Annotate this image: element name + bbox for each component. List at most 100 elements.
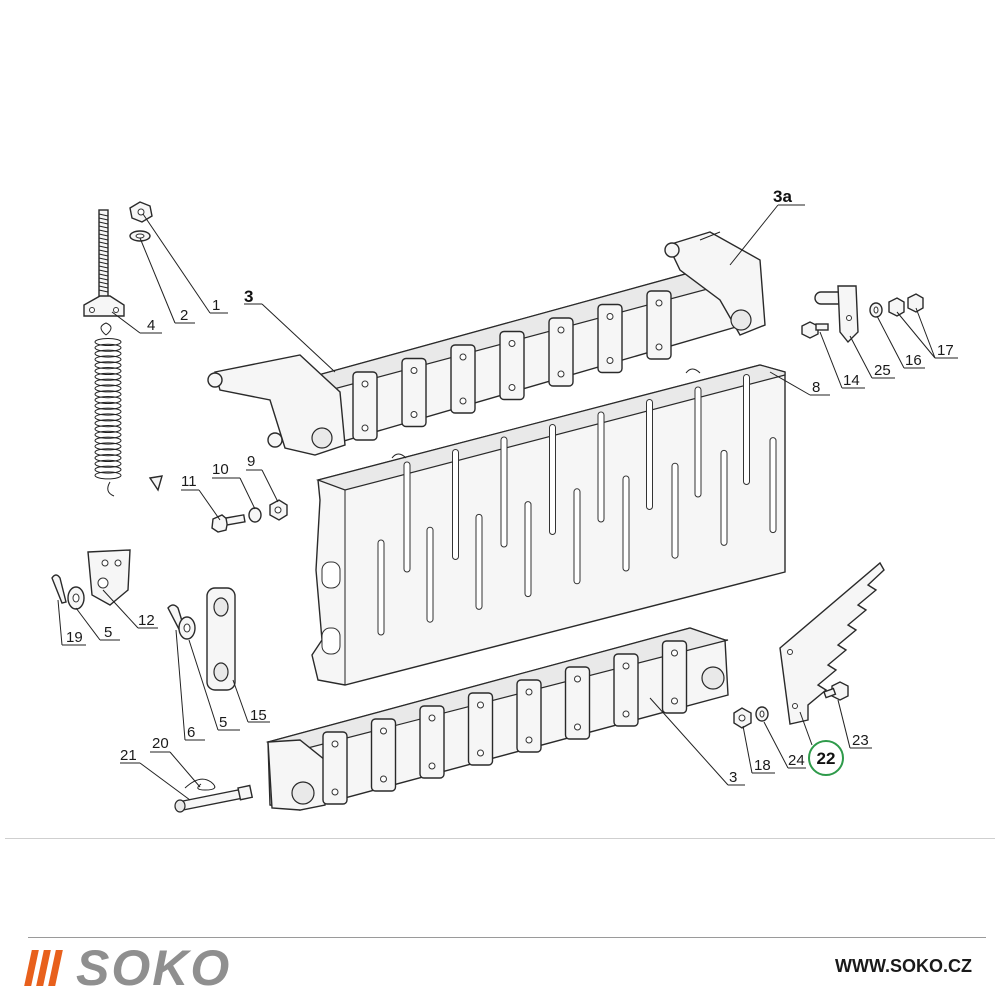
plate-hole <box>574 723 581 731</box>
comb-slot <box>597 411 605 523</box>
clip-part <box>148 475 163 492</box>
plate-hole <box>671 697 678 705</box>
top-rail-part <box>207 231 766 456</box>
callout-2: 2 <box>180 307 188 324</box>
brand-name: SOKO <box>76 940 232 996</box>
comb-slot <box>720 449 728 546</box>
bolt-part <box>211 514 246 533</box>
callout-23: 23 <box>852 732 869 749</box>
diagram-bottom-border <box>5 838 995 839</box>
comb-slot <box>769 437 777 534</box>
plate-hole <box>525 736 533 744</box>
spring-coil <box>94 442 122 451</box>
callout-3-bottom: 3 <box>729 769 737 786</box>
thread-tick <box>98 289 109 293</box>
plate-hole <box>428 714 436 722</box>
hinge-pin-part <box>814 285 859 344</box>
plate-hole <box>477 749 484 757</box>
plate-hole <box>557 370 565 378</box>
thread-tick <box>98 229 109 233</box>
spring-coil <box>94 378 122 387</box>
comb-slot <box>475 513 483 610</box>
plate-hole <box>606 357 614 364</box>
nut-right-part <box>888 293 924 317</box>
washer-left-part <box>67 586 85 610</box>
plate-hole <box>410 367 418 374</box>
thread-tick <box>98 213 109 217</box>
tooth-plate <box>661 640 688 714</box>
thread-tick <box>98 269 109 273</box>
tooth-plate <box>419 705 445 779</box>
lock-washer-part <box>248 507 262 523</box>
plate-hole <box>428 762 436 770</box>
link-plate-part <box>206 587 236 691</box>
comb-slot <box>622 475 630 572</box>
nut-bottom-part <box>733 707 752 729</box>
tooth-plate <box>499 330 525 401</box>
thread-tick <box>98 233 109 237</box>
comb-slot <box>377 539 385 636</box>
callout-4: 4 <box>147 317 155 334</box>
thread-tick <box>98 261 109 265</box>
cotter-pin-part <box>51 574 67 604</box>
callout-3a: 3a <box>773 187 792 206</box>
hex-nut-part <box>269 499 288 521</box>
callout-20: 20 <box>152 735 169 752</box>
spring-coil <box>94 454 122 462</box>
spring-coil <box>94 436 122 445</box>
callout-11: 11 <box>181 473 197 490</box>
spring-coil <box>94 396 122 404</box>
comb-slot <box>549 424 556 535</box>
spring-coil <box>94 413 122 422</box>
thread-tick <box>98 237 109 241</box>
callout-5-left: 5 <box>104 624 112 641</box>
thread-tick <box>98 277 109 281</box>
tooth-plate <box>322 731 348 805</box>
plate-hole <box>622 710 630 718</box>
comb-plate-part <box>311 364 786 686</box>
nut-part <box>129 201 153 223</box>
callout-6: 6 <box>187 724 195 741</box>
plate-hole <box>380 775 387 783</box>
exploded-parts-diagram: 1 2 3 3a 4 5 5 6 8 9 10 11 12 14 15 16 1… <box>51 187 958 813</box>
comb-slot <box>452 449 459 560</box>
comb-slot <box>743 374 750 485</box>
plate-hole <box>557 326 565 334</box>
spring-coil <box>94 459 122 468</box>
plate-hole <box>655 299 663 307</box>
comb-slot <box>671 462 679 559</box>
website-link[interactable]: WWW.SOKO.CZ <box>835 956 972 976</box>
comb-slot <box>694 386 702 498</box>
spring-coil <box>94 430 122 439</box>
brand-logo: SOKO <box>24 940 232 996</box>
tooth-plate <box>370 718 397 792</box>
callout-24: 24 <box>788 752 805 769</box>
thread-tick <box>98 281 109 285</box>
thread-tick <box>98 253 109 257</box>
clevis-pin-part <box>174 784 254 813</box>
thread-tick <box>98 217 109 221</box>
plate-hole <box>574 675 581 683</box>
highlight-ring <box>808 740 844 776</box>
spring-coil <box>94 401 122 410</box>
bottom-rail-part <box>265 627 729 811</box>
spring-coil <box>94 338 122 346</box>
leader-lines <box>57 204 958 801</box>
tension-spring-part <box>94 322 122 497</box>
callout-21: 21 <box>120 747 137 764</box>
tooth-plate <box>467 692 494 766</box>
tooth-plate <box>516 679 542 753</box>
tooth-plate <box>401 357 427 428</box>
plate-hole <box>459 397 467 405</box>
thread-tick <box>98 257 109 261</box>
comb-slot <box>500 436 508 548</box>
plate-hole <box>331 740 339 748</box>
tooth-plate <box>352 371 378 441</box>
tooth-plate <box>450 344 476 414</box>
bracket-plate-part <box>87 549 131 606</box>
tooth-plate <box>646 290 672 360</box>
spring-coil <box>94 355 122 364</box>
thread-tick <box>98 273 109 277</box>
tine-blade-part <box>779 561 885 725</box>
plate-hole <box>361 380 369 388</box>
